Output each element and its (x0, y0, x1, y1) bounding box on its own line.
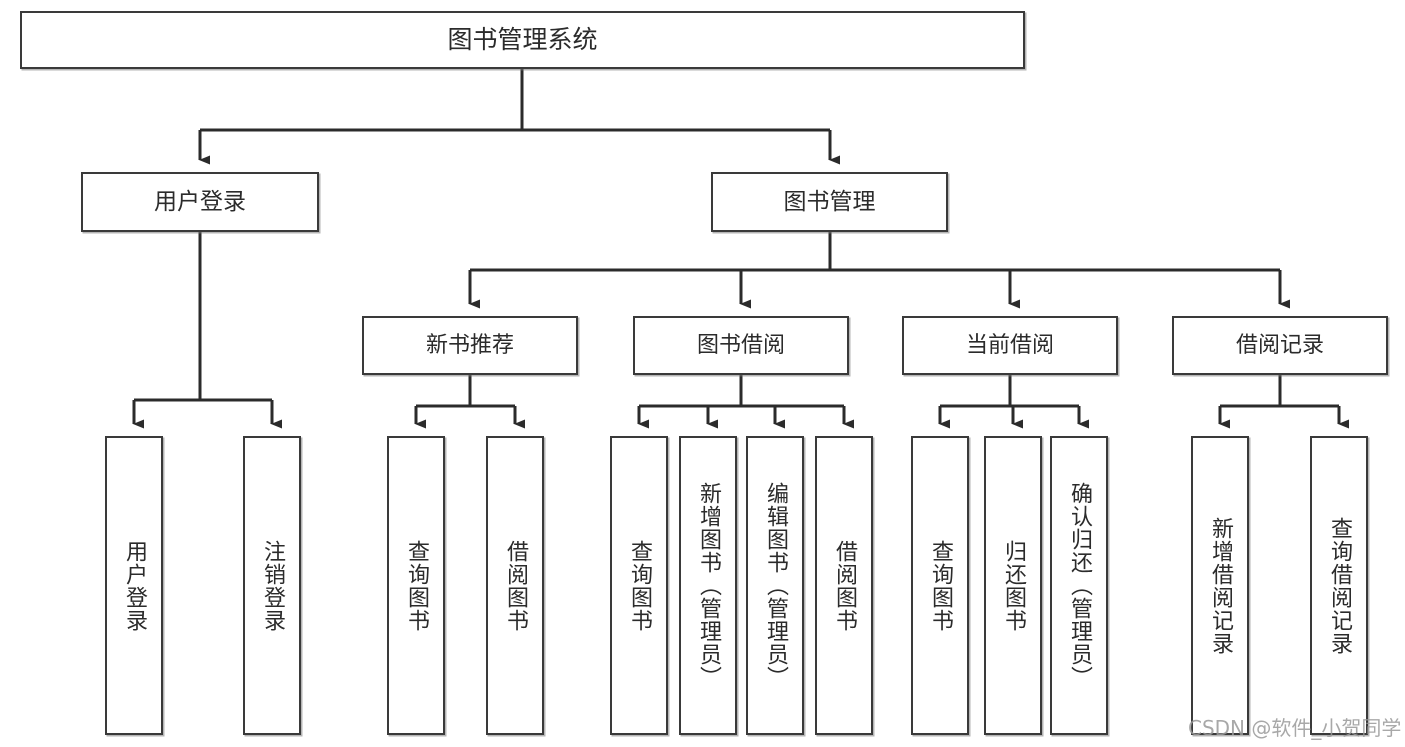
node-current-borrow-label: 当前借阅 (965, 332, 1054, 358)
node-leaf-nb-query-book[interactable]: 查询图书 (387, 436, 445, 735)
node-leaf-bb-query-book[interactable]: 查询图书 (610, 436, 668, 735)
node-book-management-label: 图书管理 (783, 188, 876, 215)
node-new-book-recommend-label: 新书推荐 (425, 332, 514, 358)
node-leaf-br-query-record-label: 查询借阅记录 (1327, 516, 1352, 655)
node-root[interactable]: 图书管理系统 (20, 11, 1025, 69)
node-book-borrow[interactable]: 图书借阅 (633, 316, 849, 375)
node-current-borrow[interactable]: 当前借阅 (902, 316, 1118, 375)
node-borrow-record-label: 借阅记录 (1235, 332, 1324, 358)
node-leaf-user-logout-label: 注销登录 (260, 539, 285, 632)
node-leaf-bb-edit-book-label: 编辑图书（管理员） (763, 482, 788, 689)
node-leaf-bb-add-book[interactable]: 新增图书（管理员） (679, 436, 737, 735)
node-leaf-cb-query-book[interactable]: 查询图书 (911, 436, 969, 735)
node-leaf-cb-return-book[interactable]: 归还图书 (984, 436, 1042, 735)
node-borrow-record[interactable]: 借阅记录 (1172, 316, 1388, 375)
node-leaf-cb-return-book-label: 归还图书 (1001, 539, 1026, 632)
node-leaf-nb-borrow-book-label: 借阅图书 (503, 539, 528, 632)
node-leaf-bb-query-book-label: 查询图书 (627, 539, 652, 632)
watermark-text: CSDN @软件_小贺同学 (1188, 716, 1402, 740)
node-new-book-recommend[interactable]: 新书推荐 (362, 316, 578, 375)
node-leaf-br-add-record[interactable]: 新增借阅记录 (1191, 436, 1249, 735)
node-leaf-user-login[interactable]: 用户登录 (105, 436, 163, 735)
node-user-login[interactable]: 用户登录 (81, 172, 319, 232)
node-leaf-user-login-label: 用户登录 (122, 539, 147, 632)
node-book-borrow-label: 图书借阅 (696, 332, 785, 358)
node-leaf-bb-edit-book[interactable]: 编辑图书（管理员） (746, 436, 804, 735)
node-leaf-cb-confirm-return-label: 确认归还（管理员） (1067, 482, 1092, 689)
node-leaf-nb-borrow-book[interactable]: 借阅图书 (486, 436, 544, 735)
node-leaf-user-logout[interactable]: 注销登录 (243, 436, 301, 735)
node-leaf-bb-borrow-book[interactable]: 借阅图书 (815, 436, 873, 735)
node-leaf-bb-add-book-label: 新增图书（管理员） (696, 482, 721, 689)
node-leaf-br-add-record-label: 新增借阅记录 (1208, 516, 1233, 655)
node-leaf-cb-confirm-return[interactable]: 确认归还（管理员） (1050, 436, 1108, 735)
node-user-login-label: 用户登录 (154, 188, 246, 215)
node-leaf-bb-borrow-book-label: 借阅图书 (832, 539, 857, 632)
node-root-label: 图书管理系统 (447, 24, 598, 54)
node-leaf-cb-query-book-label: 查询图书 (928, 539, 953, 632)
node-leaf-br-query-record[interactable]: 查询借阅记录 (1310, 436, 1368, 735)
node-leaf-nb-query-book-label: 查询图书 (404, 539, 429, 632)
node-book-management[interactable]: 图书管理 (711, 172, 948, 232)
